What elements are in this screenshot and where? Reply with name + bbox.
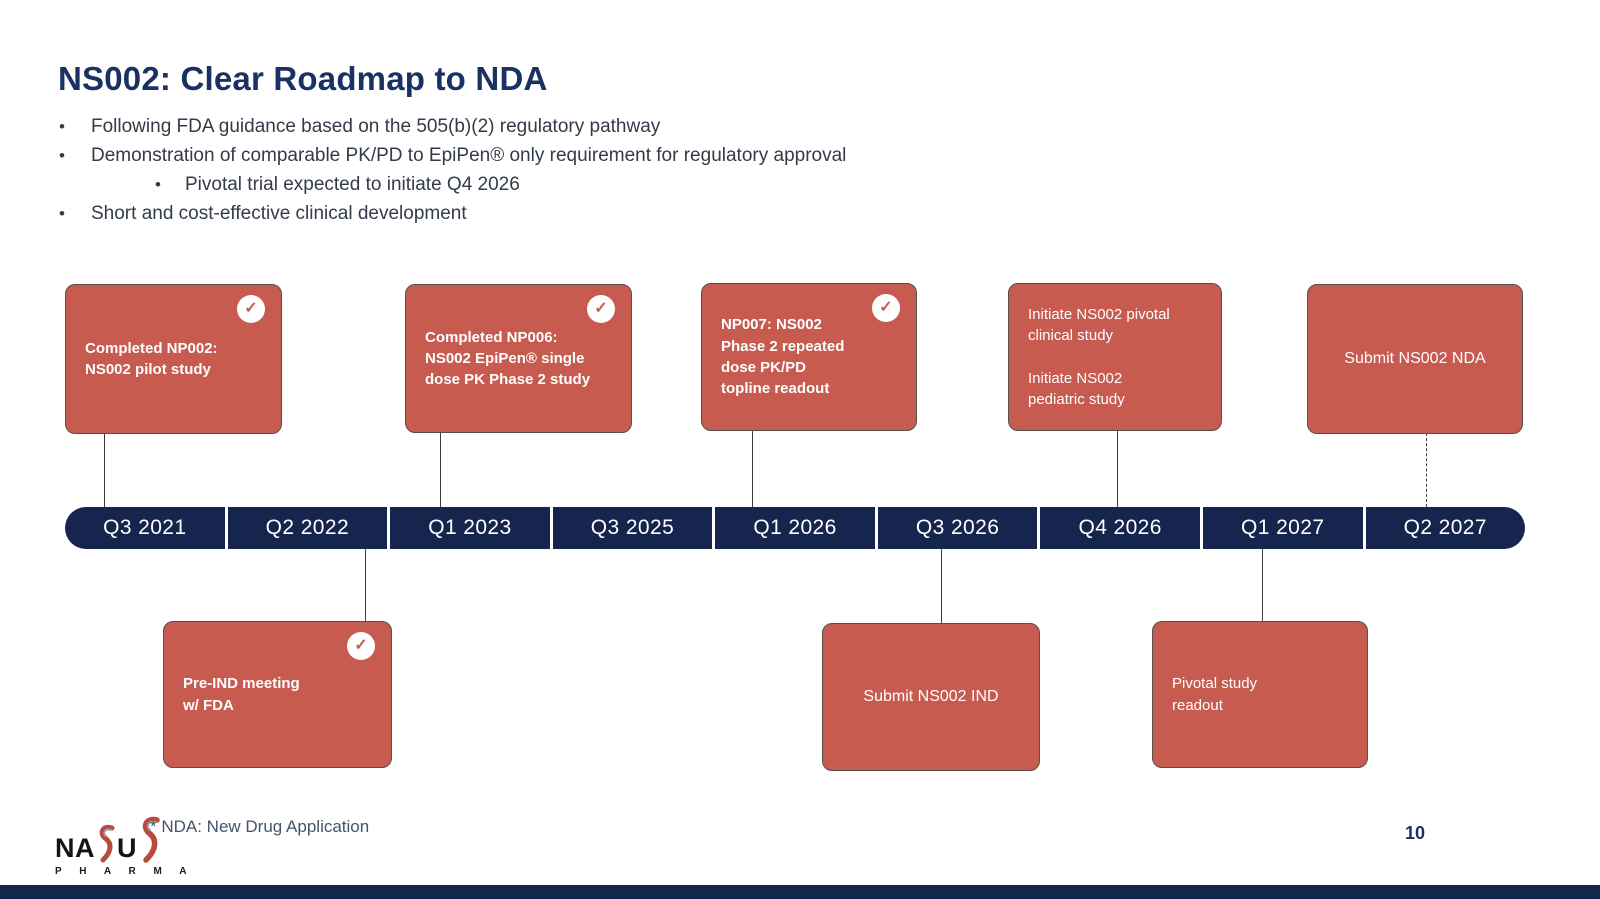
- bullet-marker: •: [59, 146, 65, 165]
- timeline-segment: Q3 2021: [65, 507, 225, 549]
- page-title: NS002: Clear Roadmap to NDA: [58, 60, 548, 97]
- milestone-completed-np006: ✓ Completed NP006: NS002 EpiPen® single …: [405, 284, 632, 433]
- bullet-marker: •: [59, 204, 65, 223]
- logo-text: NA: [55, 833, 95, 863]
- connector-line: [365, 549, 366, 621]
- milestone-initiate-pivotal: Initiate NS002 pivotal clinical study In…: [1008, 283, 1222, 431]
- milestone-text: NP007: NS002 Phase 2 repeated dose PK/PD…: [721, 316, 845, 398]
- bullet-item: • Short and cost-effective clinical deve…: [59, 199, 846, 228]
- timeline-segment: Q3 2025: [552, 507, 713, 549]
- milestone-submit-nda: Submit NS002 NDA: [1307, 284, 1523, 434]
- logo-text: U: [117, 833, 137, 863]
- nasal-spray-icon: [142, 816, 160, 863]
- timeline-segment: Q1 2027: [1202, 507, 1363, 549]
- milestone-text: Initiate NS002 pivotal clinical study In…: [1028, 305, 1170, 408]
- milestone-text: Completed NP006: NS002 EpiPen® single do…: [425, 328, 591, 389]
- connector-line: [941, 549, 942, 623]
- milestone-pre-ind-meeting: ✓ Pre-IND meeting w/ FDA: [163, 621, 392, 768]
- bullet-marker: •: [59, 117, 65, 136]
- milestone-text: Pre-IND meeting w/ FDA: [183, 675, 300, 714]
- check-icon: ✓: [872, 294, 900, 322]
- bullet-list: • Following FDA guidance based on the 50…: [59, 112, 846, 228]
- milestone-text: Submit NS002 NDA: [1344, 349, 1486, 367]
- connector-line: [440, 432, 441, 507]
- bullet-text: Demonstration of comparable PK/PD to Epi…: [91, 145, 847, 166]
- bottom-accent-bar: [0, 885, 1600, 899]
- connector-line: [1117, 430, 1118, 507]
- connector-line: [752, 430, 753, 507]
- bullet-subitem: • Pivotal trial expected to initiate Q4 …: [155, 170, 846, 199]
- bullet-item: • Demonstration of comparable PK/PD to E…: [59, 141, 846, 170]
- check-icon: ✓: [237, 295, 265, 323]
- bullet-text: Pivotal trial expected to initiate Q4 20…: [185, 174, 520, 195]
- milestone-np007-readout: ✓ NP007: NS002 Phase 2 repeated dose PK/…: [701, 283, 917, 431]
- milestone-completed-np002: ✓ Completed NP002: NS002 pilot study: [65, 284, 282, 434]
- bullet-text: Short and cost-effective clinical develo…: [91, 203, 467, 224]
- connector-line-dashed: [1426, 433, 1427, 507]
- check-icon: ✓: [347, 632, 375, 660]
- timeline-segment: Q3 2026: [877, 507, 1038, 549]
- milestone-submit-ind: Submit NS002 IND: [822, 623, 1040, 771]
- timeline-segment: Q4 2026: [1040, 507, 1200, 549]
- timeline-bar: Q3 2021 Q2 2022 Q1 2023 Q3 2025 Q1 2026 …: [65, 507, 1526, 549]
- milestone-text: Completed NP002: NS002 pilot study: [85, 339, 218, 378]
- page-number: 10: [1405, 823, 1426, 843]
- connector-line: [1262, 549, 1263, 621]
- bullet-marker: •: [155, 175, 161, 194]
- bullet-text: Following FDA guidance based on the 505(…: [91, 116, 661, 137]
- company-logo: NA U P H A R M A: [55, 812, 194, 877]
- nasal-spray-icon: [99, 824, 115, 863]
- footnote: * NDA: New Drug Application: [150, 817, 370, 836]
- milestone-text: Submit NS002 IND: [863, 687, 999, 705]
- milestone-pivotal-readout: Pivotal study readout: [1152, 621, 1368, 768]
- logo-subtext: P H A R M A: [55, 866, 194, 877]
- timeline-segment: Q2 2027: [1365, 507, 1526, 549]
- timeline-segment: Q1 2026: [715, 507, 875, 549]
- milestone-text: Pivotal study readout: [1172, 675, 1258, 714]
- timeline-segment: Q2 2022: [227, 507, 388, 549]
- check-icon: ✓: [587, 295, 615, 323]
- bullet-item: • Following FDA guidance based on the 50…: [59, 112, 846, 141]
- connector-line: [104, 433, 105, 507]
- timeline-segment: Q1 2023: [390, 507, 550, 549]
